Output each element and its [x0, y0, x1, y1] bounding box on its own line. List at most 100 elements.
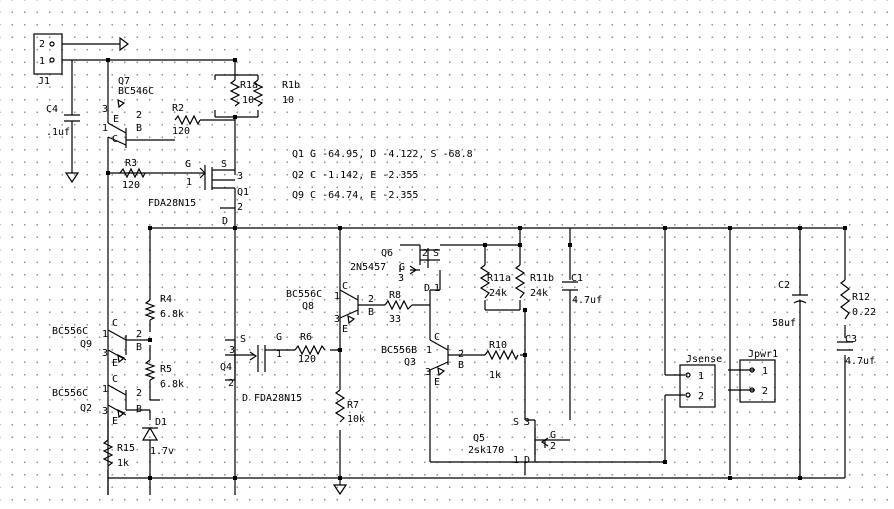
- d1-value: 1.7v: [150, 446, 174, 457]
- q7-emitter-arrow: [117, 98, 126, 109]
- q4-arrow: [249, 351, 258, 361]
- r8-label: R8: [389, 290, 401, 301]
- r1b-symbol: [252, 79, 264, 107]
- q4-s: S: [240, 334, 246, 345]
- q5-part: 2sk170: [468, 445, 504, 456]
- c2-symbol: [792, 294, 808, 304]
- q4-pin3: 3: [229, 345, 235, 356]
- q5-arrow: [540, 437, 549, 447]
- q8-c: C: [342, 281, 348, 292]
- q7-label: Q7: [118, 76, 130, 87]
- q3-pin3: 3: [425, 367, 431, 378]
- connector-symbols: [33, 33, 776, 408]
- q6-label: Q6: [381, 248, 393, 259]
- capacitor-symbols: [64, 114, 853, 351]
- q4-label: Q4: [220, 362, 232, 373]
- r6-symbol: [294, 344, 326, 356]
- q2-emitter-arrow: [117, 408, 126, 419]
- q2-pin2: 2: [136, 388, 142, 399]
- c4-label: C4: [46, 104, 58, 115]
- r10-label: R10: [489, 340, 507, 351]
- q8-e: E: [342, 324, 348, 335]
- q2-e: E: [112, 416, 118, 427]
- q5-d: D: [524, 455, 530, 466]
- r1a-value: 10: [242, 95, 254, 106]
- r3-value: 120: [122, 180, 140, 191]
- q4-g: G: [276, 332, 282, 343]
- r15-symbol: [102, 439, 114, 467]
- r4-value: 6.8k: [160, 309, 184, 320]
- c2-value: 58uf: [772, 318, 796, 329]
- q4-pin2: 2: [228, 378, 234, 389]
- r15-label: R15: [117, 443, 135, 454]
- q1-pin2: 2: [237, 202, 243, 213]
- c4-value: .1uf: [46, 127, 70, 138]
- jpwr1-label: Jpwr1: [748, 349, 778, 360]
- q6-pin1: 1: [434, 283, 440, 294]
- q9-pin2: 2: [136, 329, 142, 340]
- r8-value: 33: [389, 314, 401, 325]
- jsense-pin2: 2: [698, 391, 704, 402]
- c1-label: C1: [571, 273, 583, 284]
- jsense-label: Jsense: [686, 354, 722, 365]
- q2-c: C: [112, 374, 118, 385]
- q3-emitter-arrow: [437, 366, 446, 377]
- r12-symbol: [840, 279, 850, 320]
- r1a-label: R1a: [240, 80, 258, 91]
- r5-symbol: [144, 359, 156, 381]
- q5-s: S: [513, 417, 519, 428]
- q7-pin3: 3: [102, 104, 108, 115]
- q7-part: BC546C: [118, 86, 154, 97]
- q6-part: 2N5457: [350, 262, 386, 273]
- r2-label: R2: [172, 103, 184, 114]
- c3-symbol: [837, 341, 853, 351]
- junctions: [106, 58, 847, 480]
- j1-pin2: [49, 41, 55, 47]
- q3-c: C: [434, 332, 440, 343]
- r3-label: R3: [125, 158, 137, 169]
- r10-value: 1k: [489, 370, 501, 381]
- r1b-label: R1b: [282, 80, 300, 91]
- jsense-box: [679, 364, 716, 408]
- r7-value: 10k: [347, 414, 365, 425]
- r5-value: 6.8k: [160, 379, 184, 390]
- q8-pin1: 1: [334, 291, 340, 302]
- d1-label: D1: [155, 417, 167, 428]
- j1-box: [33, 33, 63, 75]
- annotation-q2: Q2 C -1.142, E -2.355: [292, 170, 418, 181]
- q1-label: Q1: [237, 187, 249, 198]
- q2-b: B: [136, 404, 142, 415]
- r11b-symbol: [514, 264, 526, 299]
- q2-label: Q2: [80, 403, 92, 414]
- c1-value: 4.7uf: [572, 295, 602, 306]
- q8-b: B: [368, 307, 374, 318]
- r6-label: R6: [300, 332, 312, 343]
- q9-b: B: [136, 342, 142, 353]
- j1-pin1-label: 1: [39, 56, 45, 67]
- r7-label: R7: [347, 400, 359, 411]
- q6-d: D: [424, 283, 430, 294]
- ground-symbols: [64, 36, 348, 496]
- jpwr1-box: [739, 359, 776, 403]
- q1-part: FDA28N15: [148, 198, 196, 209]
- c3-label: C3: [845, 334, 857, 345]
- q5-pin3: 3: [524, 417, 530, 428]
- q1-arrow: [199, 167, 206, 179]
- r11a-label: R11a: [487, 273, 511, 284]
- r11b-label: R11b: [530, 273, 554, 284]
- q3-pin1: 1: [426, 345, 432, 356]
- q5-label: Q5: [473, 433, 485, 444]
- q3-part: BC556B: [381, 345, 417, 356]
- diode-d1-symbol: [141, 426, 159, 441]
- r3-symbol: [119, 167, 146, 179]
- q7-b: B: [136, 123, 142, 134]
- q3-b: B: [458, 360, 464, 371]
- r7-symbol: [334, 389, 346, 423]
- q5-g: G: [550, 430, 556, 441]
- q8-pin3: 3: [334, 314, 340, 325]
- q1-pin3: 3: [237, 171, 243, 182]
- q9-pin1: 1: [102, 329, 108, 340]
- q6-pin3: 3: [398, 273, 404, 284]
